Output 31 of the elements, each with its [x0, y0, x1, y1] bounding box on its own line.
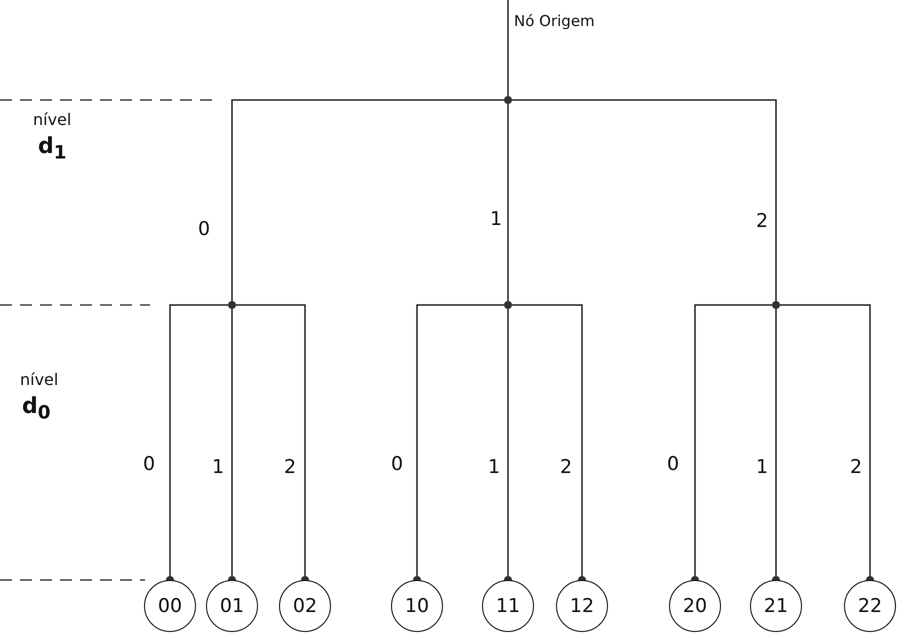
tree-branch-line: [507, 104, 509, 301]
node-label: 22: [858, 595, 882, 617]
junction-dot: [504, 301, 512, 309]
level-label: nível: [20, 372, 58, 388]
leaf-node-circle: [279, 580, 331, 632]
junction-dot: [772, 301, 780, 309]
node-label: 02: [292, 595, 318, 617]
leaf-node-circle: [669, 580, 721, 632]
leaf-node-circle: [144, 580, 196, 632]
node-label: 10: [404, 595, 430, 617]
leaf-node-circle: [750, 580, 802, 632]
node-label: 01: [220, 595, 244, 617]
level-label: nível: [33, 112, 72, 128]
node-label: 11: [496, 595, 520, 617]
node-label: 20: [682, 595, 708, 617]
leaf-node-circle: [844, 580, 896, 632]
tree-branch-line: [512, 99, 777, 301]
junction-dot: [504, 96, 512, 104]
node-label: 21: [764, 595, 788, 617]
tree-branch-line: [231, 99, 504, 301]
level-label: d$_{0}$: [22, 396, 51, 423]
node-label: 00: [158, 595, 182, 617]
leaf-node-circle: [556, 580, 608, 632]
tree-branch-line: [507, 0, 509, 96]
node-label: 12: [570, 595, 594, 617]
junction-dot: [228, 301, 236, 309]
leaf-node-circle: [482, 580, 534, 632]
leaf-node-circle: [206, 580, 258, 632]
leaf-node-circle: [391, 580, 443, 632]
root-label: Nó Origem: [514, 14, 595, 29]
level-label: d$_{1}$: [38, 136, 67, 163]
